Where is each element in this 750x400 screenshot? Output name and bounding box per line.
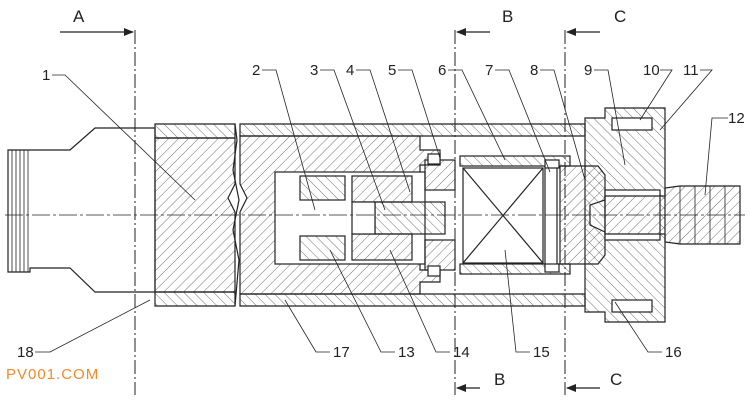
part-number-17: 17: [333, 344, 350, 361]
part-number-12: 12: [728, 110, 745, 127]
section-label-a-top: A: [73, 7, 85, 26]
cap-slot-bottom: [611, 299, 653, 313]
left-connector: [7, 127, 156, 293]
seal-lower: [424, 239, 456, 271]
part-number-15: 15: [533, 344, 550, 361]
part-number-14: 14: [453, 344, 470, 361]
cap-slot-top: [611, 117, 653, 131]
screw-upper: [427, 153, 441, 165]
output-shaft: [604, 185, 741, 245]
outer-tube-left-bottom: [154, 291, 236, 307]
leader-lines: [35, 69, 728, 353]
spring-lower: [299, 235, 346, 261]
section-label-c-top: C: [614, 7, 626, 26]
piston-upper: [351, 175, 413, 203]
clip-lower: [544, 263, 560, 273]
section-label-b-bottom: B: [494, 370, 505, 389]
retaining-ring: [544, 165, 558, 267]
piston-lower: [351, 233, 413, 261]
part-number-6: 6: [438, 62, 446, 79]
part-number-18: 18: [17, 344, 34, 361]
part-number-1: 1: [42, 67, 50, 84]
part-number-9: 9: [584, 62, 592, 79]
outer-tube-left: [154, 123, 236, 139]
section-label-c-bottom: C: [610, 370, 622, 389]
left-connector-ribs: [11, 150, 29, 272]
part-number-8: 8: [530, 62, 538, 79]
part-number-4: 4: [346, 62, 354, 79]
rod-gap: [351, 201, 376, 235]
part-number-10: 10: [643, 62, 660, 79]
sensor-housing-top: [459, 155, 571, 167]
screw-lower: [427, 265, 441, 277]
piston-rod: [374, 201, 446, 235]
clip-upper: [544, 159, 560, 169]
part-number-5: 5: [388, 62, 396, 79]
section-label-b-top: B: [502, 7, 513, 26]
watermark: PV001.COM: [6, 366, 100, 383]
part-number-7: 7: [485, 62, 493, 79]
break-line: [232, 123, 240, 307]
part-number-13: 13: [398, 344, 415, 361]
part-number-11: 11: [683, 62, 699, 79]
part-number-2: 2: [252, 62, 260, 79]
spring-upper: [299, 175, 346, 201]
sensor-housing-bottom: [459, 263, 571, 275]
part-number-16: 16: [665, 344, 682, 361]
seal-upper: [424, 159, 456, 191]
part-number-3: 3: [310, 62, 318, 79]
